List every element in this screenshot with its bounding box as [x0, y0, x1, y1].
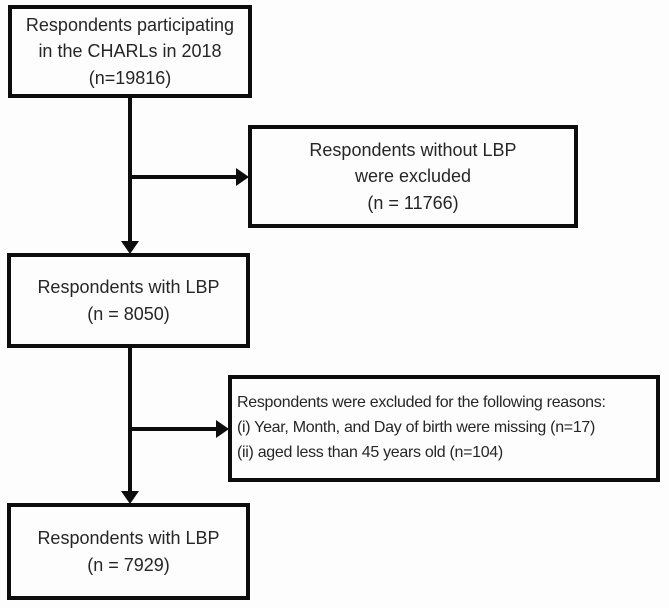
- flow-box-text-line: Respondents with LBP: [37, 277, 220, 298]
- connector-vertical-box1-box3: [128, 98, 132, 242]
- flow-box-count: (n = 7929): [87, 554, 170, 575]
- flow-box-text-line: Respondents without LBP: [309, 140, 517, 161]
- flow-box-text-line: in the CHARLs in 2018: [38, 41, 222, 62]
- connector-horizontal-to-box2: [130, 175, 238, 179]
- connector-vertical-box3-box5: [128, 348, 132, 492]
- arrowhead-down-into-box3-icon: [121, 241, 139, 254]
- connector-horizontal-to-box4: [130, 427, 218, 431]
- flow-box-count: (n=19816): [88, 67, 172, 88]
- flow-box-excluded-reasons: Respondents were excluded for the follow…: [228, 375, 660, 482]
- flow-box-respondents-with-lbp-8050: Respondents with LBP (n = 8050): [7, 253, 250, 348]
- flow-box-text-line: (i) Year, Month, and Day of birth were m…: [237, 419, 596, 437]
- arrowhead-down-into-box5-icon: [121, 491, 139, 504]
- arrowhead-right-into-box4-icon: [216, 420, 229, 438]
- flow-box-count: (n = 11766): [367, 192, 459, 213]
- flow-box-text-line: were excluded: [354, 166, 472, 187]
- flow-box-excluded-without-lbp: Respondents without LBP were excluded (n…: [248, 125, 578, 228]
- flow-box-respondents-with-lbp-7929: Respondents with LBP (n = 7929): [7, 503, 250, 600]
- flow-box-count: (n = 8050): [87, 303, 170, 324]
- flow-box-text-line: Respondents with LBP: [37, 528, 220, 549]
- flow-box-respondents-charls-2018: Respondents participating in the CHARLs …: [8, 5, 252, 98]
- arrowhead-right-into-box2-icon: [236, 168, 249, 186]
- flow-box-text-line: Respondents participating: [25, 15, 235, 36]
- flow-box-text-line: Respondents were excluded for the follow…: [237, 394, 606, 412]
- flow-box-text-line: (ii) aged less than 45 years old (n=104): [237, 443, 503, 461]
